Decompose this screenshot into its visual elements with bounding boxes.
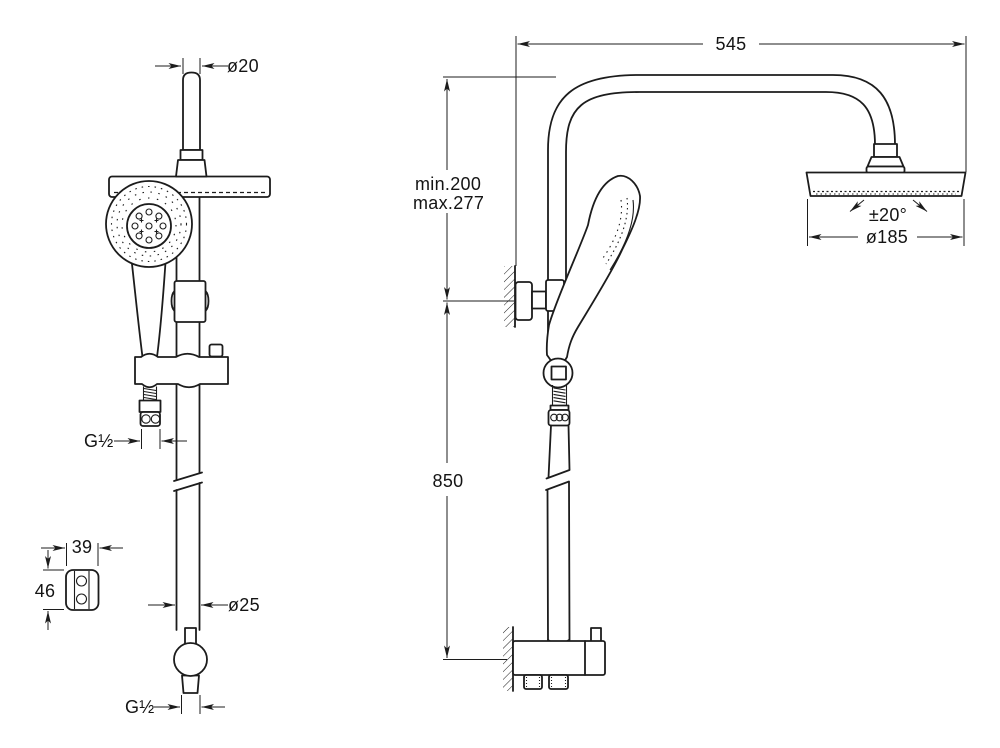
dim-hose-thread: G½ xyxy=(84,429,187,451)
front-wall-bracket-detail xyxy=(65,569,100,611)
front-ball-joint xyxy=(173,627,208,694)
dim-label-inlet-thread: G½ xyxy=(125,697,155,717)
side-lower-wall-mount xyxy=(503,626,606,692)
front-hose-thread xyxy=(138,386,162,427)
front-view-dimensions: ø20 G½ ø25 G½ 39 xyxy=(35,56,260,717)
dim-riser-height: 850 xyxy=(433,302,507,660)
front-handshower-handle xyxy=(130,254,167,358)
dim-label-head-diameter: ø185 xyxy=(866,227,908,247)
side-head-connector xyxy=(865,143,906,174)
dim-pole-diameter: ø25 xyxy=(148,595,260,615)
dim-label-hose-thread: G½ xyxy=(84,431,114,451)
front-slider-block xyxy=(170,280,210,323)
dim-bracket-width: 39 xyxy=(41,537,123,566)
dim-head-tilt: ±20° xyxy=(849,199,928,225)
side-view-dimensions: 545 min.200 max.277 850 ±20° xyxy=(413,34,967,660)
dim-label-rod-diameter: ø20 xyxy=(227,56,259,76)
dim-bracket-height: 46 xyxy=(35,550,64,630)
dim-label-arm-width: 545 xyxy=(716,34,747,54)
dim-rod-diameter: ø20 xyxy=(155,56,259,76)
front-view xyxy=(65,71,271,694)
dim-label-pole-diameter: ø25 xyxy=(228,595,260,615)
dim-label-head-tilt: ±20° xyxy=(869,205,907,225)
dim-label-bracket-height: 46 xyxy=(35,581,56,601)
dim-label-clearance-max: max.277 xyxy=(413,193,484,213)
dim-inlet-thread: G½ xyxy=(125,695,225,717)
front-bracket xyxy=(134,343,229,389)
front-top-rod xyxy=(175,71,208,178)
front-riser-pole xyxy=(173,196,203,631)
dim-label-bracket-width: 39 xyxy=(72,537,93,557)
dim-label-clearance-min: min.200 xyxy=(415,174,481,194)
side-view xyxy=(503,74,967,692)
side-overhead-head xyxy=(805,171,967,197)
front-nozzle-ring xyxy=(131,208,167,244)
front-handshower-face xyxy=(105,180,193,268)
dim-head-diameter: ø185 xyxy=(807,199,965,247)
dim-arm-width: 545 xyxy=(515,34,967,266)
dim-label-riser-height: 850 xyxy=(433,471,464,491)
dim-clearance: min.200 max.277 xyxy=(413,76,556,302)
side-handshower-wand xyxy=(545,174,641,363)
side-hose-connection xyxy=(542,357,574,645)
